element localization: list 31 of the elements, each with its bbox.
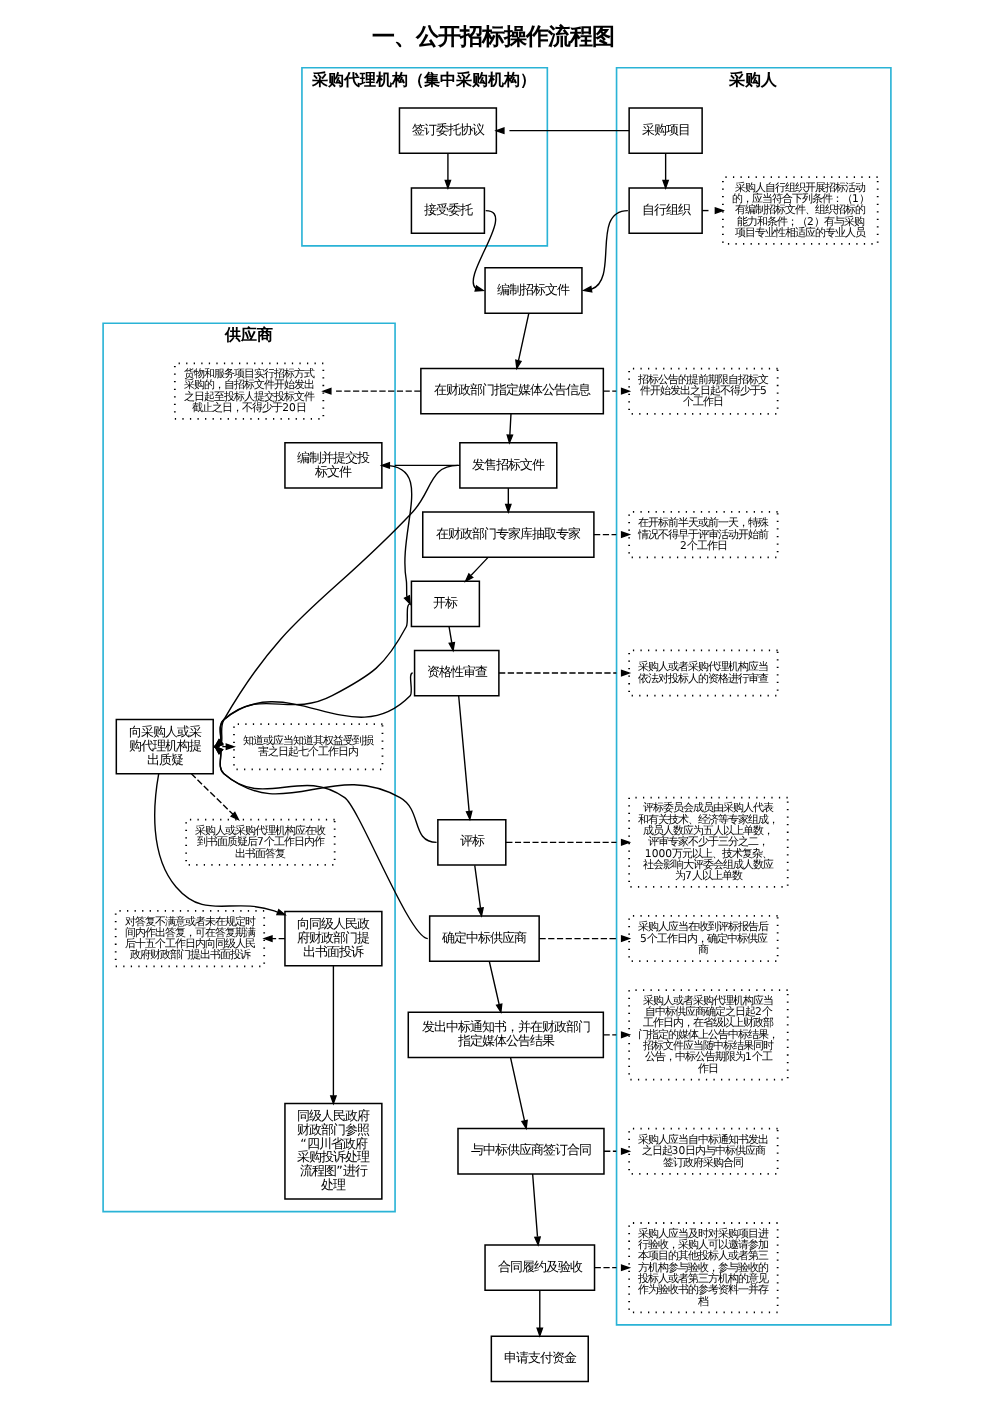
arrow xyxy=(508,1056,527,1131)
arrow xyxy=(212,745,437,843)
arrow xyxy=(189,773,239,822)
arrow xyxy=(457,695,472,822)
arrow xyxy=(601,1031,631,1039)
arrow xyxy=(505,413,513,445)
arrow xyxy=(592,1264,631,1272)
arrow xyxy=(153,773,286,916)
arrow xyxy=(537,934,631,943)
arrow xyxy=(487,960,502,1014)
arrow xyxy=(535,1289,543,1338)
arrow xyxy=(378,461,460,470)
arrow xyxy=(504,838,631,846)
arrow xyxy=(661,152,669,190)
arrow xyxy=(592,531,631,539)
arrow xyxy=(473,864,483,918)
arrow xyxy=(497,669,631,677)
arrow xyxy=(212,745,428,940)
arrow xyxy=(261,934,285,943)
arrow xyxy=(328,965,336,1106)
arrow xyxy=(514,312,529,371)
arrow xyxy=(320,387,421,395)
diagram-title: 一、公开招标操作流程图 xyxy=(370,22,613,51)
arrow xyxy=(601,387,631,395)
arrow xyxy=(493,127,629,135)
arrow xyxy=(463,556,488,583)
arrow xyxy=(530,1173,541,1247)
arrow xyxy=(602,1147,631,1155)
arrow xyxy=(700,206,724,215)
arrow xyxy=(580,209,628,293)
arrow xyxy=(443,152,451,190)
